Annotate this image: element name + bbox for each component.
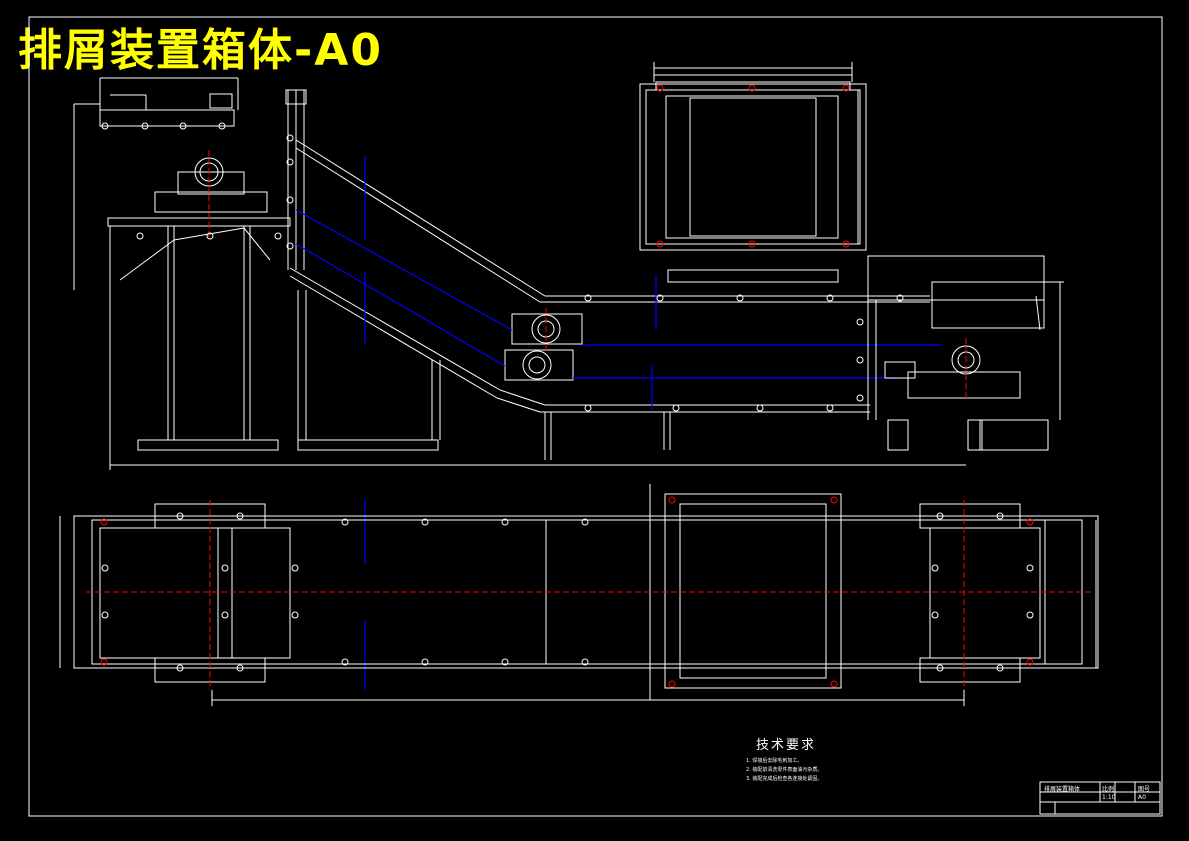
tech-requirement-item: 3. 装配完成后检查各连接处紧固。 (746, 776, 823, 782)
front-view-left (73, 77, 960, 470)
bolt-circles (101, 122, 1034, 672)
title-block-scale-label: 比例 (1102, 786, 1115, 793)
title-block-sheet-value: A0 (1138, 794, 1146, 801)
inclined-conveyor (289, 139, 930, 460)
hidden-lines (295, 155, 940, 690)
top-view-hopper (639, 62, 867, 251)
drawing-title: 排屑装置箱体-A0 (18, 25, 383, 76)
title-block-frame (1039, 781, 1161, 815)
centerlines (86, 150, 1092, 690)
sheet-border (28, 16, 1163, 817)
title-block-sheet-label: 图号 (1138, 786, 1151, 793)
tech-requirement-item: 1. 焊接后去除毛刺加工。 (746, 758, 803, 764)
title-block-name: 排屑装置箱体 (1044, 786, 1081, 793)
tech-requirement-item: 2. 装配前清洗零件表面油污杂质。 (746, 767, 823, 773)
bolt-marks (100, 84, 1034, 688)
title-block-scale-value: 1:10 (1102, 794, 1116, 801)
tech-requirements-heading: 技术要求 (756, 738, 817, 753)
right-tail-view (867, 255, 1064, 466)
